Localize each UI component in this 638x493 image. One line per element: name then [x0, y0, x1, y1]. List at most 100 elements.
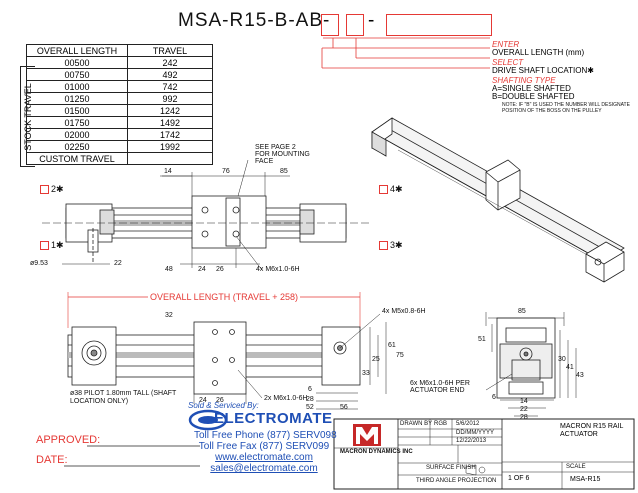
end-dim-14: 14 [520, 398, 528, 405]
shafting-a: A=SINGLE SHAFTED [492, 84, 571, 93]
position-1-checkbox[interactable] [40, 241, 49, 250]
drawn-by-label: DRAWN BY [400, 421, 433, 427]
side-thread2-note: 4x M5x0.8-6H [382, 308, 426, 315]
see-page-note: SEE PAGE 2 FOR MOUNTING FACE [255, 144, 310, 165]
contact-email-link[interactable]: sales@electromate.com [210, 463, 318, 474]
select-desc: DRIVE SHAFT LOCATION✱ [492, 66, 594, 75]
travel-cell: 992 [127, 92, 213, 105]
end-dim-6: 6 [492, 394, 496, 401]
side-thread-note: 2x M6x1.0-6H [264, 395, 308, 402]
enter-desc: OVERALL LENGTH (mm) [492, 48, 585, 57]
position-4-label: 4✱ [390, 184, 403, 194]
macron-logo [353, 424, 381, 446]
top-dim-48: 48 [165, 266, 173, 273]
end-dim-28: 28 [520, 414, 528, 421]
revision-date: 12/22/2013 [456, 438, 487, 444]
part-number-dash: - [368, 10, 375, 31]
code-box-drive-location[interactable] [346, 14, 364, 36]
header-overall-length: OVERALL LENGTH [26, 44, 128, 57]
travel-cell: 1742 [127, 128, 213, 141]
contact-phone: Toll Free Phone (877) SERV098 [194, 430, 337, 441]
electromate-logo-icon [188, 409, 228, 431]
sheet-number: 1 OF 6 [508, 475, 530, 482]
scale-label: SCALE [566, 464, 586, 470]
sold-by-label: Sold & Serviced By: [188, 401, 259, 410]
overall-length-cell: 00500 [26, 56, 128, 69]
side-dim-28: 28 [306, 396, 314, 403]
pilot-note: ø38 PILOT 1.80mm TALL (SHAFT LOCATION ON… [70, 390, 177, 405]
approved-label: APPROVED: [36, 434, 101, 446]
side-dim-75: 75 [396, 352, 404, 359]
shaft-diameter: ø9.53 [30, 260, 48, 267]
overall-length-cell: 01750 [26, 116, 128, 129]
company-name: MACRON DYNAMICS INC [340, 449, 413, 455]
drawing-title: MACRON R15 RAIL ACTUATOR [560, 423, 624, 438]
custom-travel-value-cell [127, 152, 213, 165]
select-label: SELECT [492, 58, 524, 67]
overall-length-cell: 02250 [26, 140, 128, 153]
custom-travel-cell: CUSTOM TRAVEL [26, 152, 128, 165]
overall-length-cell: 00750 [26, 68, 128, 81]
side-dim-32: 32 [165, 312, 173, 319]
contact-web-link[interactable]: www.electromate.com [215, 452, 313, 463]
header-travel: TRAVEL [127, 44, 213, 57]
travel-cell: 1492 [127, 116, 213, 129]
code-box-shafting[interactable] [321, 14, 339, 36]
end-dim-51: 51 [478, 336, 486, 343]
top-dim-85: 85 [280, 168, 288, 175]
electromate-name: ELECTROMATE [214, 410, 333, 427]
position-1-label: 1✱ [51, 240, 64, 250]
enter-label: ENTER [492, 40, 520, 49]
side-dim-26: 26 [216, 397, 224, 404]
contact-fax: Toll Free Fax (877) SERV099 [198, 441, 330, 452]
end-dim-43: 43 [576, 372, 584, 379]
top-dim-24: 24 [198, 266, 206, 273]
position-2-label: 2✱ [51, 184, 64, 194]
side-dim-6: 6 [308, 386, 312, 393]
end-dim-85: 85 [518, 308, 526, 315]
top-dim-26: 26 [216, 266, 224, 273]
position-3-label: 3✱ [390, 240, 403, 250]
overall-length-cell: 01000 [26, 80, 128, 93]
position-2-checkbox[interactable] [40, 185, 49, 194]
code-box-overall-length[interactable] [386, 14, 492, 36]
overall-length-cell: 02000 [26, 128, 128, 141]
overall-length-dim: OVERALL LENGTH (TRAVEL + 258) [148, 292, 300, 302]
end-thread-note: 6x M6x1.0-6H PER ACTUATOR END [410, 380, 470, 394]
end-dim-30: 30 [558, 356, 566, 363]
side-dim-24: 24 [199, 397, 207, 404]
shafting-b: B=DOUBLE SHAFTED [492, 92, 575, 101]
travel-cell: 742 [127, 80, 213, 93]
end-dim-22: 22 [520, 406, 528, 413]
date-format: DD/MM/YYYY [456, 430, 495, 436]
surface-finish: SURFACE FINISH [426, 465, 476, 471]
drawing-number: MSA-R15 [570, 476, 601, 483]
custom-travel-row: CUSTOM TRAVEL [20, 152, 213, 165]
side-dim-25: 25 [372, 356, 380, 363]
top-dim-22: 22 [114, 260, 122, 267]
travel-cell: 1242 [127, 104, 213, 117]
travel-cell: 1992 [127, 140, 213, 153]
travel-cell: 492 [127, 68, 213, 81]
projection-label: THIRD ANGLE PROJECTION [416, 478, 497, 484]
side-dim-52: 52 [306, 404, 314, 411]
shafting-note: NOTE: IF "B" IS USED THE NUMBER WILL DES… [502, 102, 630, 114]
overall-length-cell: 01250 [26, 92, 128, 105]
top-dim-14: 14 [164, 168, 172, 175]
position-3-checkbox[interactable] [379, 241, 388, 250]
side-dim-33: 33 [362, 370, 370, 377]
drawn-by: RGB [434, 421, 448, 427]
position-4-checkbox[interactable] [379, 185, 388, 194]
top-thread-note: 4x M6x1.0-6H [256, 266, 300, 273]
drawn-date: 5/6/2012 [456, 421, 480, 427]
part-number-prefix: MSA-R15-B-AB- [178, 10, 331, 31]
